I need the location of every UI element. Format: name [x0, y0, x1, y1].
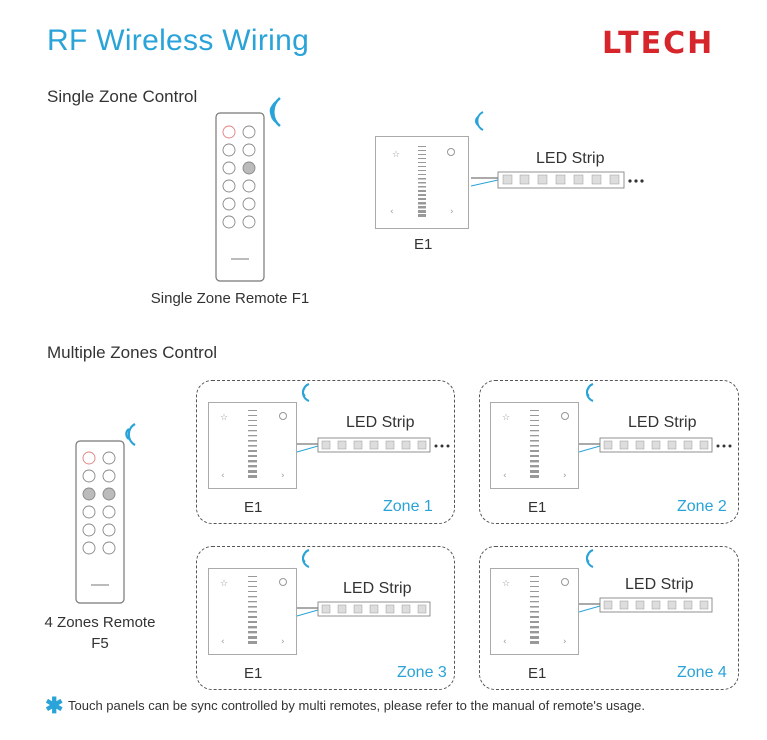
zone-1-panel-label: E1 [244, 499, 263, 516]
single-zone-touch-panel: ☆ ‹ › [375, 136, 469, 229]
wireless-signal-icon [302, 549, 310, 568]
zone-3-label: Zone 3 [397, 664, 447, 681]
zone-2-box [479, 380, 739, 524]
zone-3-led-strip [296, 601, 431, 617]
brand-logo: LTECH [602, 26, 715, 61]
svg-text:☆: ☆ [220, 579, 228, 589]
multi-remote-caption-line1: 4 Zones Remote [44, 614, 156, 631]
single-led-strip [470, 171, 644, 189]
zone-2-strip-label: LED Strip [628, 414, 697, 431]
single-zone-remote [215, 112, 265, 282]
wireless-signal-icon [302, 383, 310, 402]
svg-text:›: › [281, 637, 285, 647]
zone-2-touch-panel: ☆ ‹ › [490, 402, 579, 489]
svg-text:›: › [563, 637, 567, 647]
wireless-signal-icon [586, 549, 594, 568]
svg-text:☆: ☆ [502, 413, 510, 423]
zone-4-led-strip [578, 597, 713, 613]
zone-4-box [479, 546, 739, 690]
zone-4-touch-panel: ☆ ‹ › [490, 568, 579, 655]
zone-2-panel-label: E1 [528, 499, 547, 516]
svg-text:›: › [563, 471, 567, 481]
zone-1-box [196, 380, 455, 524]
zone-3-panel-label: E1 [244, 665, 263, 682]
svg-text:☆: ☆ [220, 413, 228, 423]
svg-text:‹: ‹ [221, 471, 225, 481]
zone-2-led-strip [578, 437, 732, 453]
multi-zone-heading: Multiple Zones Control [47, 343, 218, 362]
svg-text:☆: ☆ [392, 150, 400, 160]
svg-text:‹: ‹ [503, 637, 507, 647]
wireless-signal-icon [586, 383, 594, 402]
svg-text:‹: ‹ [221, 637, 225, 647]
zone-2-label: Zone 2 [677, 498, 727, 515]
single-panel-label: E1 [414, 236, 433, 253]
svg-text:‹: ‹ [503, 471, 507, 481]
zone-4-strip-label: LED Strip [625, 576, 694, 593]
asterisk-icon: ✱ [45, 693, 64, 718]
zone-4-label: Zone 4 [677, 664, 727, 681]
wireless-signal-icon [125, 423, 136, 446]
wireless-signal-icon [269, 97, 281, 127]
single-remote-caption: Single Zone Remote F1 [150, 290, 310, 307]
zone-3-box [196, 546, 455, 690]
svg-text:‹: ‹ [390, 207, 394, 217]
wireless-signal-icon [475, 111, 484, 131]
svg-text:›: › [281, 471, 285, 481]
zone-1-touch-panel: ☆ ‹ › [208, 402, 297, 489]
page-title: RF Wireless Wiring [47, 24, 310, 57]
zone-1-strip-label: LED Strip [346, 414, 415, 431]
svg-text:☆: ☆ [502, 579, 510, 589]
zone-3-strip-label: LED Strip [343, 580, 412, 597]
footnote-text: Touch panels can be sync controlled by m… [68, 698, 645, 713]
zone-4-panel-label: E1 [528, 665, 547, 682]
zone-1-label: Zone 1 [383, 498, 433, 515]
single-zone-heading: Single Zone Control [47, 87, 198, 106]
zone-3-touch-panel: ☆ ‹ › [208, 568, 297, 655]
single-strip-label: LED Strip [536, 150, 605, 167]
svg-text:›: › [450, 207, 454, 217]
four-zone-remote [75, 440, 125, 604]
multi-remote-caption-line2: F5 [91, 635, 109, 652]
zone-1-led-strip [296, 437, 450, 453]
